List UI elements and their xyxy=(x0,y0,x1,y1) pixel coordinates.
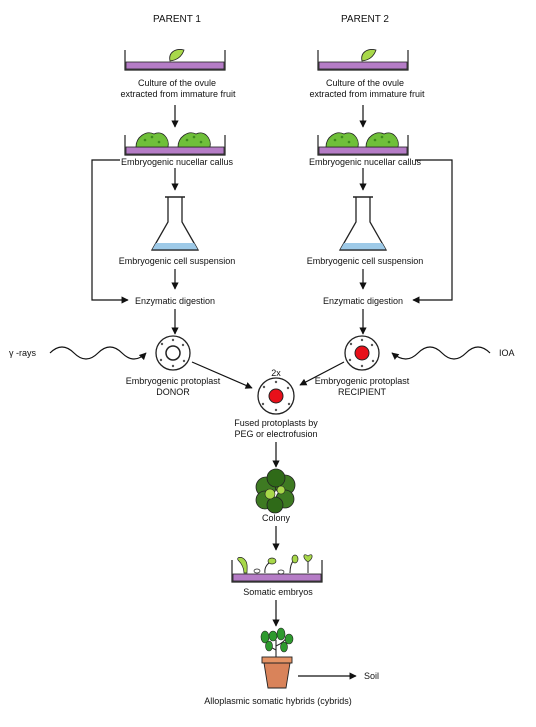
potted-plant xyxy=(260,627,294,689)
ovule-culture-line-2-p2: extracted from immature fruit xyxy=(309,89,425,99)
ovule-culture-dish-2 xyxy=(317,49,409,71)
parent-2-label: PARENT 2 xyxy=(341,14,389,25)
donor-protoplast-label: Embryogenic protoplast xyxy=(125,376,221,386)
suspension-label-2: Embryogenic cell suspension xyxy=(306,256,424,266)
recipient-label: RECIPIENT xyxy=(337,387,387,397)
ovule-culture-line-2: extracted from immature fruit xyxy=(120,89,236,99)
ioa-label: IOA xyxy=(499,348,515,358)
cybrids-label: Alloplasmic somatic hybrids (cybrids) xyxy=(204,696,352,706)
ovule-culture-line-1: Culture of the ovule xyxy=(137,78,217,88)
gamma-ray-wave xyxy=(49,346,147,361)
callus-dish-1 xyxy=(124,132,226,156)
flask-2 xyxy=(338,196,388,251)
arrow xyxy=(412,159,453,304)
parent-1-label: PARENT 1 xyxy=(153,14,201,25)
colony xyxy=(255,468,296,514)
recipient-protoplast-label: Embryogenic protoplast xyxy=(314,376,410,386)
flask-1 xyxy=(150,196,200,251)
arrow xyxy=(191,361,253,389)
gamma-rays-label: γ -rays xyxy=(9,348,36,358)
donor-protoplast xyxy=(155,335,191,371)
callus-label-2: Embryogenic nucellar callus xyxy=(308,157,422,167)
fused-label-2: PEG or electrofusion xyxy=(234,429,318,439)
somatic-embryos-dish xyxy=(231,554,323,583)
ploidy-label: 2x xyxy=(271,368,281,378)
donor-label: DONOR xyxy=(156,387,190,397)
suspension-label-1: Embryogenic cell suspension xyxy=(118,256,236,266)
fused-protoplast xyxy=(257,377,295,415)
colony-label: Colony xyxy=(261,513,291,523)
callus-dish-2 xyxy=(317,132,409,156)
ioa-wave xyxy=(391,346,491,360)
recipient-protoplast xyxy=(344,335,380,371)
fused-label-1: Fused protoplasts by xyxy=(234,418,318,428)
somatic-embryos-label: Somatic embryos xyxy=(243,587,313,597)
soil-label: Soil xyxy=(364,671,380,681)
arrow xyxy=(91,159,129,304)
digestion-label-1: Enzymatic digestion xyxy=(134,296,216,306)
digestion-label-2: Enzymatic digestion xyxy=(322,296,404,306)
callus-label-1: Embryogenic nucellar callus xyxy=(120,157,234,167)
ovule-culture-line-1-p2: Culture of the ovule xyxy=(325,78,405,88)
ovule-culture-dish-1 xyxy=(124,49,226,71)
arrow xyxy=(299,361,345,386)
